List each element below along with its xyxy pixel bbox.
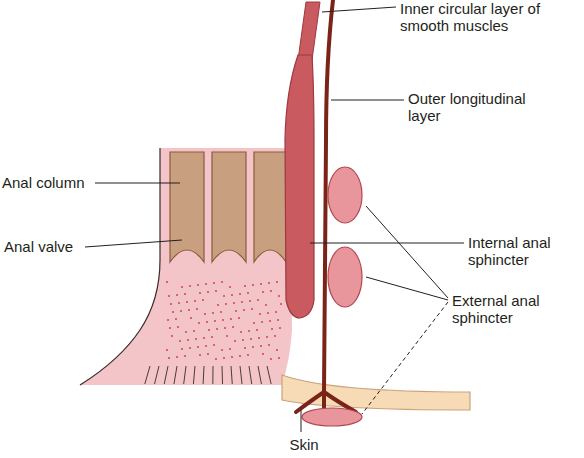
external-anal-sphincter <box>302 167 362 426</box>
internal-anal-sphincter <box>285 55 314 318</box>
part-label: Skin <box>284 436 324 453</box>
canal-lining <box>80 148 292 385</box>
anal-columns <box>170 152 286 262</box>
canal-edge <box>80 148 160 385</box>
part-label: Anal valve <box>4 238 84 255</box>
layer-label: Inner circular layer of smooth muscles <box>400 0 575 34</box>
part-label: Internal anal sphincter <box>468 234 580 268</box>
leader-lines <box>85 7 464 432</box>
skin-band <box>282 375 470 410</box>
anal-verge-lines <box>145 366 271 384</box>
inner-circular-layer <box>298 2 320 60</box>
part-label: External anal sphincter <box>452 292 580 326</box>
part-label: Anal column <box>2 174 94 191</box>
lining-texture <box>166 281 282 360</box>
layer-label: Outer longitudinal layer <box>408 90 528 124</box>
